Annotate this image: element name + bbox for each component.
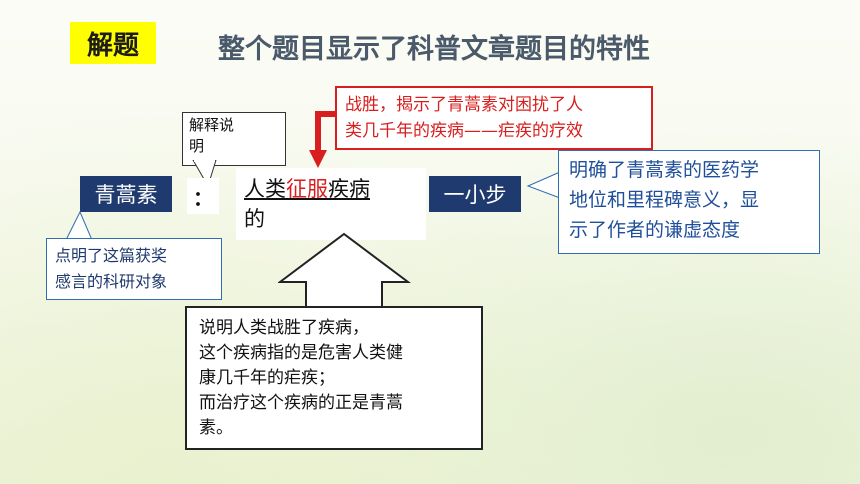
- bottom-explanation-box: 说明人类战胜了疾病， 这个疾病指的是危害人类健 康几千年的疟疾； 而治疗这个疾病…: [185, 306, 483, 450]
- callout-pointer-icon: [192, 160, 217, 188]
- explain-line-1: 解释说: [189, 116, 235, 134]
- red-arrow-icon: [309, 111, 336, 168]
- bottom-line-4: 而治疗这个疾病的正是青蒿: [199, 393, 403, 413]
- explain-line-2: 明: [189, 137, 205, 155]
- mid-part-b: 疾病: [328, 177, 370, 201]
- red-line-2: 类几千年的疾病——疟疾的疗效: [345, 121, 583, 141]
- up-arrow-icon: [278, 232, 411, 311]
- bottom-line-1: 说明人类战胜了疾病，: [199, 318, 369, 338]
- slide-heading: 整个题目显示了科普文章题目的特性: [218, 34, 650, 65]
- right-line-1: 明确了青蒿素的医药学: [569, 159, 760, 181]
- right-line-3: 示了作者的谦虚态度: [569, 219, 741, 241]
- section-tag: 解题: [70, 22, 156, 64]
- bottom-line-5: 素。: [199, 418, 233, 438]
- bottom-line-2: 这个疾病指的是危害人类健: [199, 343, 403, 363]
- explain-callout: 解释说 明: [182, 112, 286, 166]
- end-box: 一小步: [429, 176, 521, 212]
- right-line-2: 地位和里程碑意义，显: [569, 189, 760, 211]
- mid-part-c: 的: [244, 207, 265, 231]
- mid-part-a: 人类: [244, 177, 286, 201]
- left-line-1: 点明了这篇获奖: [55, 246, 168, 265]
- mid-part-red: 征服: [286, 177, 328, 201]
- red-explanation-box: 战胜，揭示了青蒿素对困扰了人 类几千年的疾病——疟疾的疗效: [335, 86, 653, 150]
- bottom-line-3: 康几千年的疟疾；: [199, 368, 335, 388]
- right-pointer-icon: [526, 171, 561, 199]
- title-middle-box: 人类征服疾病 的: [236, 168, 426, 240]
- left-callout: 点明了这篇获奖 感言的科研对象: [46, 238, 222, 300]
- subject-box: 青蒿素: [80, 176, 172, 212]
- colon-box: ：: [187, 178, 219, 214]
- red-line-1: 战胜，揭示了青蒿素对困扰了人: [345, 95, 583, 115]
- right-callout: 明确了青蒿素的医药学 地位和里程碑意义，显 示了作者的谦虚态度: [558, 150, 820, 254]
- left-line-2: 感言的科研对象: [55, 272, 168, 291]
